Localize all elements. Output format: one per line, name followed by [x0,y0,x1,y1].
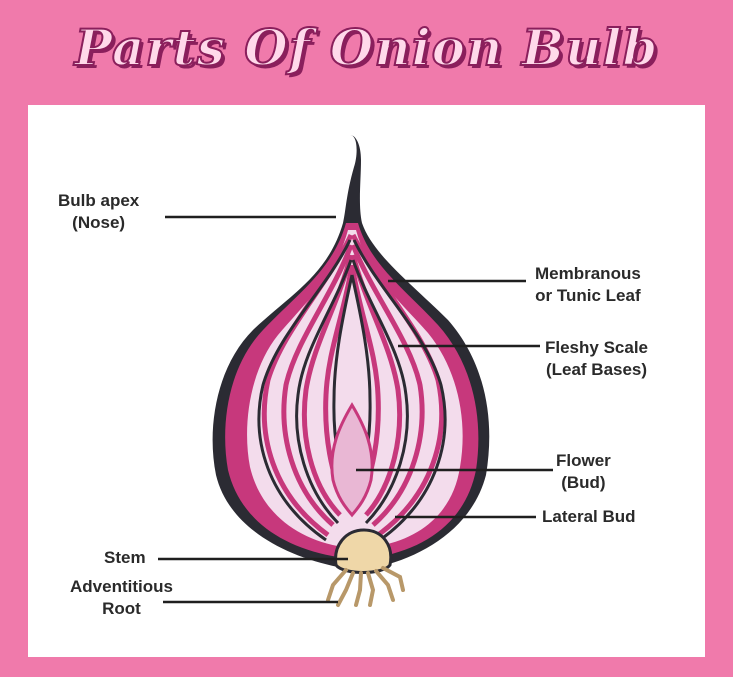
page-title: Parts Of Onion Bulb [74,17,659,78]
inner-flesh [247,230,463,547]
diagram-panel [28,105,705,657]
label-membranous: Membranous or Tunic Leaf [535,264,641,305]
label-bulb-apex: Bulb apex (Nose) [58,191,140,232]
label-lateral-bud: Lateral Bud [542,507,636,526]
adventitious-roots [326,566,405,607]
label-fleshy-scale: Fleshy Scale (Leaf Bases) [545,338,649,379]
flower-bud [330,402,374,518]
label-stem: Stem [104,548,146,567]
onion-bulb-illustration [158,135,553,607]
scale-dark-lines [257,239,447,542]
label-adventitious-root: Adventitious Root [70,577,173,618]
label-flower: Flower (Bud) [556,451,611,492]
leader-lines [158,215,553,604]
